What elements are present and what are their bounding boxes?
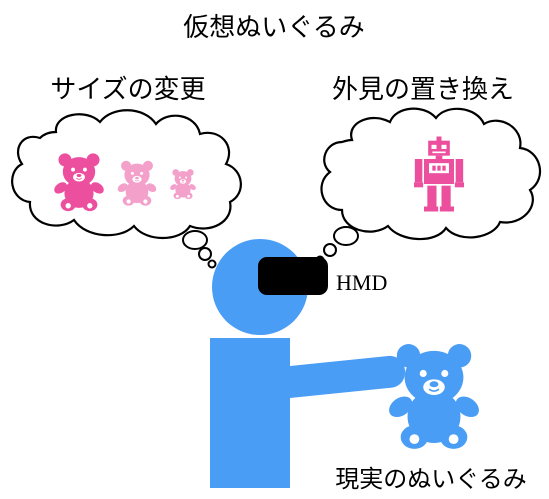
right-thought-bubble: 外見の置き換え <box>315 75 541 265</box>
hmd-label: HMD <box>336 270 387 295</box>
left-thought-bubble: サイズの変更 <box>11 75 242 269</box>
person-body <box>210 338 406 488</box>
head-mounted-display-icon <box>258 257 328 295</box>
left-cloud-dot-small <box>207 259 217 269</box>
left-cloud-dot-medium <box>198 247 212 261</box>
left-bubble-label: サイズの変更 <box>50 75 205 105</box>
real-plush-bear-icon <box>385 343 483 450</box>
real-plush-label: 現実のぬいぐるみ <box>335 465 527 493</box>
right-cloud-dot-large <box>333 226 359 246</box>
right-cloud-dot-medium <box>323 243 337 257</box>
diagram-title: 仮想ぬいぐるみ <box>183 13 364 43</box>
right-bubble-label: 外見の置き換え <box>332 75 514 105</box>
left-cloud-dot-large <box>182 230 208 250</box>
